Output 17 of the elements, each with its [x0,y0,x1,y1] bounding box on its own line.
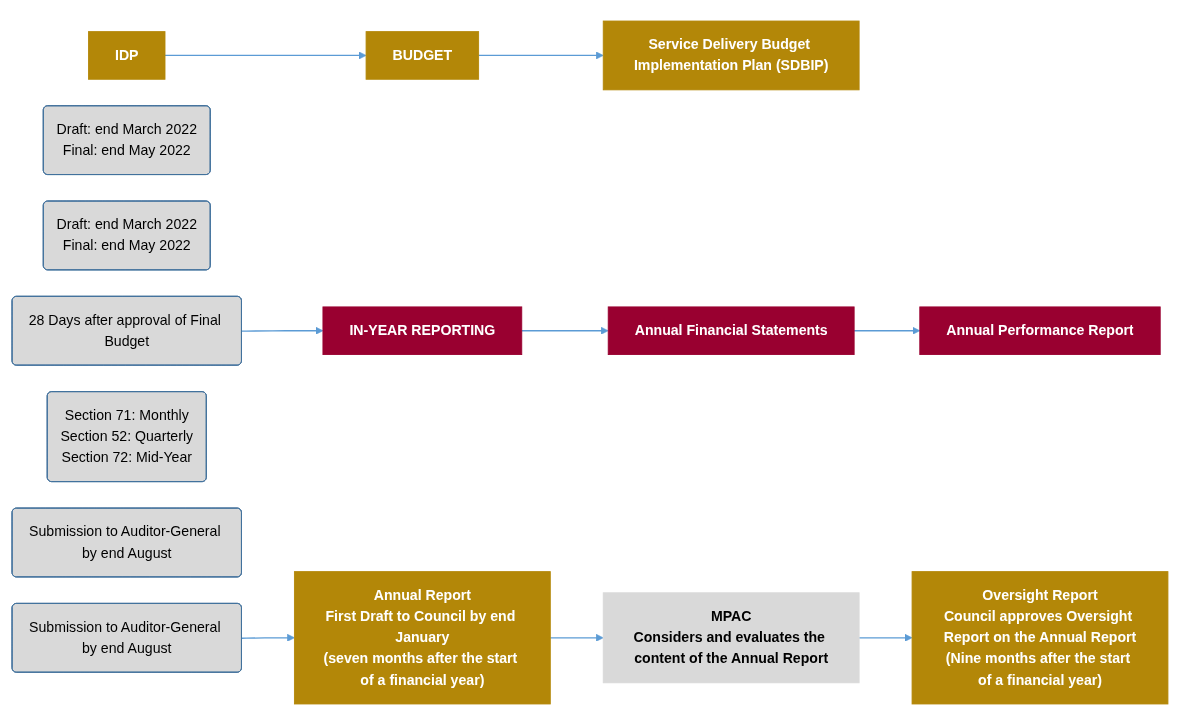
node-box: Annual Report First Draft to Council by end January (seven months after the start of a financial year) [293,571,551,705]
node-box: BUDGET [365,31,480,80]
arrow [549,633,604,642]
node-box: IDP [88,31,166,80]
arrow [164,51,367,60]
node-box: Service Delivery Budget Implementation Plan (SDBIP) [602,20,860,91]
node-box: IN-YEAR REPORTING [322,306,523,355]
arrow [241,326,324,335]
node-box: Oversight Report Council approves Oversight Report on the Annual Report (Nine months after the start of a financial year) [911,571,1169,705]
arrow [477,51,604,60]
arrow [521,326,609,335]
arrow [858,633,913,642]
arrow [853,326,921,335]
node-box: Annual Financial Statements [607,306,855,355]
arrow [241,633,295,642]
node-box: Annual Performance Report [919,306,1161,355]
node-box: MPAC Considers and evaluates the content of the Annual Report [602,592,860,684]
